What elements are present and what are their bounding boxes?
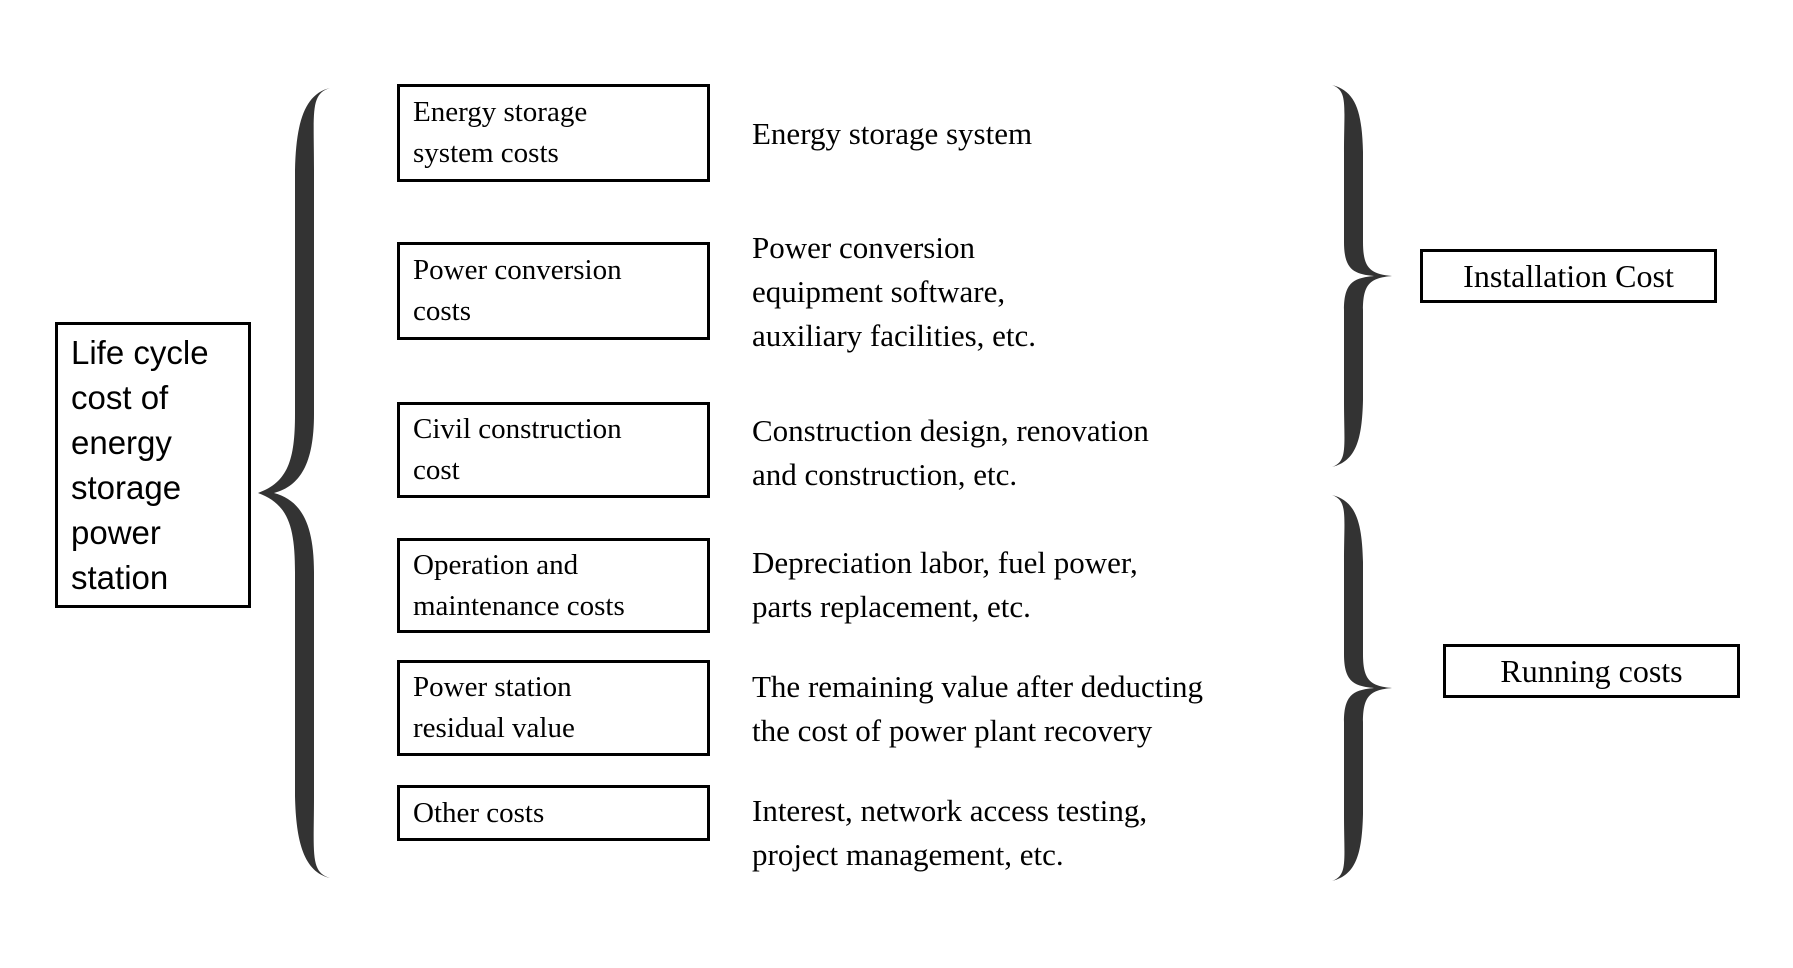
category-label: Operation and maintenance costs: [413, 548, 625, 622]
description-other-costs: Interest, network access testing, projec…: [752, 793, 1148, 872]
running-group-brace-icon: [1330, 492, 1398, 884]
description-civil-construction: Construction design, renovation and cons…: [752, 413, 1149, 492]
description-operation-maintenance: Depreciation labor, fuel power, parts re…: [752, 545, 1138, 624]
category-label: Energy storage system costs: [413, 96, 588, 169]
left-grouping-brace-icon: [252, 84, 332, 882]
installation-group-brace-icon: [1330, 82, 1398, 470]
category-box-energy-storage-system-costs[interactable]: Energy storage system costs: [397, 84, 710, 182]
category-label: Power conversion costs: [413, 254, 622, 327]
category-box-power-station-residual-value[interactable]: Power station residual value: [397, 660, 710, 756]
category-box-civil-construction-cost[interactable]: Civil construction cost: [397, 402, 710, 498]
description-residual-value: The remaining value after deducting the …: [752, 669, 1204, 748]
category-box-power-conversion-costs[interactable]: Power conversion costs: [397, 242, 710, 340]
category-label: Other costs: [413, 796, 545, 829]
group-label: Running costs: [1500, 653, 1683, 689]
category-label: Civil construction cost: [413, 413, 622, 486]
category-box-other-costs[interactable]: Other costs: [397, 785, 710, 841]
category-box-operation-and-maintenance-costs[interactable]: Operation and maintenance costs: [397, 538, 710, 633]
category-label: Power station residual value: [413, 671, 575, 744]
root-node-label: Life cycle cost of energy storage power …: [71, 334, 209, 596]
group-box-running-costs[interactable]: Running costs: [1443, 644, 1740, 698]
description-power-conversion: Power conversion equipment software, aux…: [752, 230, 1037, 353]
group-box-installation-cost[interactable]: Installation Cost: [1420, 249, 1717, 303]
root-node-life-cycle-cost[interactable]: Life cycle cost of energy storage power …: [55, 322, 251, 608]
group-label: Installation Cost: [1463, 258, 1674, 294]
description-energy-storage-system: Energy storage system: [752, 116, 1033, 151]
